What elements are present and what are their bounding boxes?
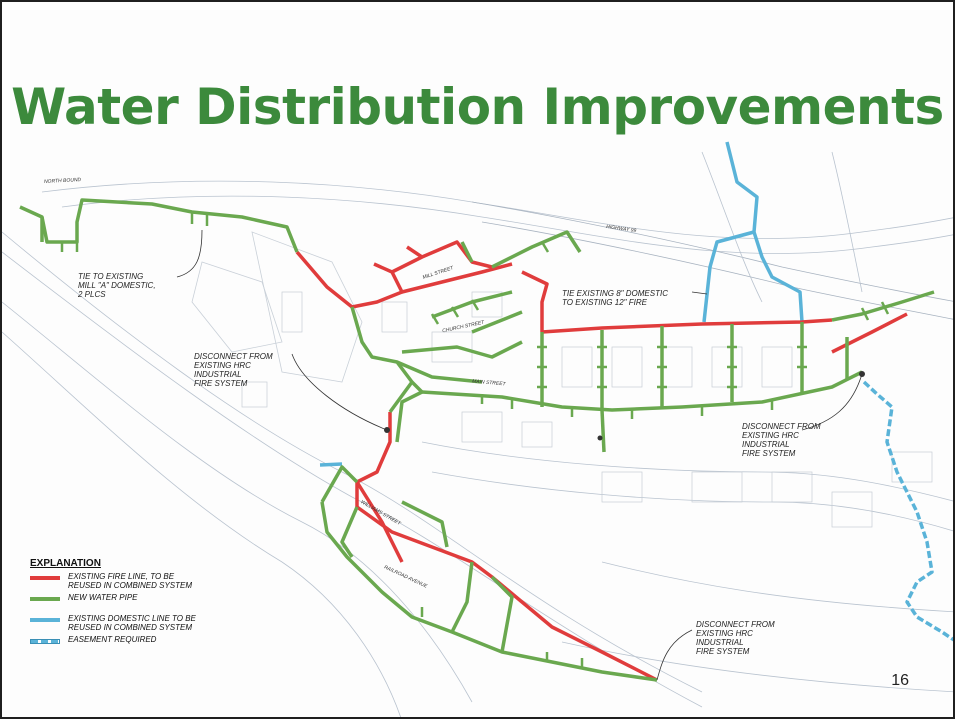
easement-swatch: [30, 639, 60, 644]
annotation-tie-mill: TIE TO EXISTING MILL "A" DOMESTIC, 2 PLC…: [78, 272, 156, 299]
legend-item-new-pipe: NEW WATER PIPE: [30, 593, 250, 614]
legend-item-domestic-line: EXISTING DOMESTIC LINE TO BE REUSED IN C…: [30, 614, 250, 635]
annotation-tie-domestic: TIE EXISTING 8" DOMESTIC TO EXISTING 12"…: [562, 289, 668, 307]
new-pipe-swatch: [30, 597, 60, 601]
slide-title: Water Distribution Improvements: [11, 78, 944, 136]
domestic-line-swatch: [30, 618, 60, 622]
legend-item-fire-line: EXISTING FIRE LINE, TO BE REUSED IN COMB…: [30, 572, 250, 593]
connection-points: [384, 371, 865, 441]
fire-line-swatch: [30, 576, 60, 580]
service-stubs: [60, 212, 890, 668]
annotation-disconnect-west: DISCONNECT FROM EXISTING HRC INDUSTRIAL …: [194, 352, 273, 388]
legend-item-easement: EASEMENT REQUIRED: [30, 635, 250, 656]
legend-title: EXPLANATION: [30, 558, 101, 569]
annotation-disconnect-east: DISCONNECT FROM EXISTING HRC INDUSTRIAL …: [742, 422, 821, 458]
buildings: [241, 291, 933, 528]
leader-lines: [176, 229, 863, 681]
legend: EXPLANATION EXISTING FIRE LINE, TO BE RE…: [30, 558, 250, 656]
annotation-disconnect-south: DISCONNECT FROM EXISTING HRC INDUSTRIAL …: [696, 620, 775, 656]
legend-label: EXISTING FIRE LINE, TO BE REUSED IN COMB…: [68, 572, 193, 590]
page-number: 16: [891, 672, 909, 689]
legend-label: EASEMENT REQUIRED: [68, 635, 157, 644]
legend-label: EXISTING DOMESTIC LINE TO BE REUSED IN C…: [68, 614, 196, 632]
fire-lines: [295, 240, 908, 682]
legend-label: NEW WATER PIPE: [68, 593, 138, 602]
domestic-lines: [319, 141, 953, 642]
